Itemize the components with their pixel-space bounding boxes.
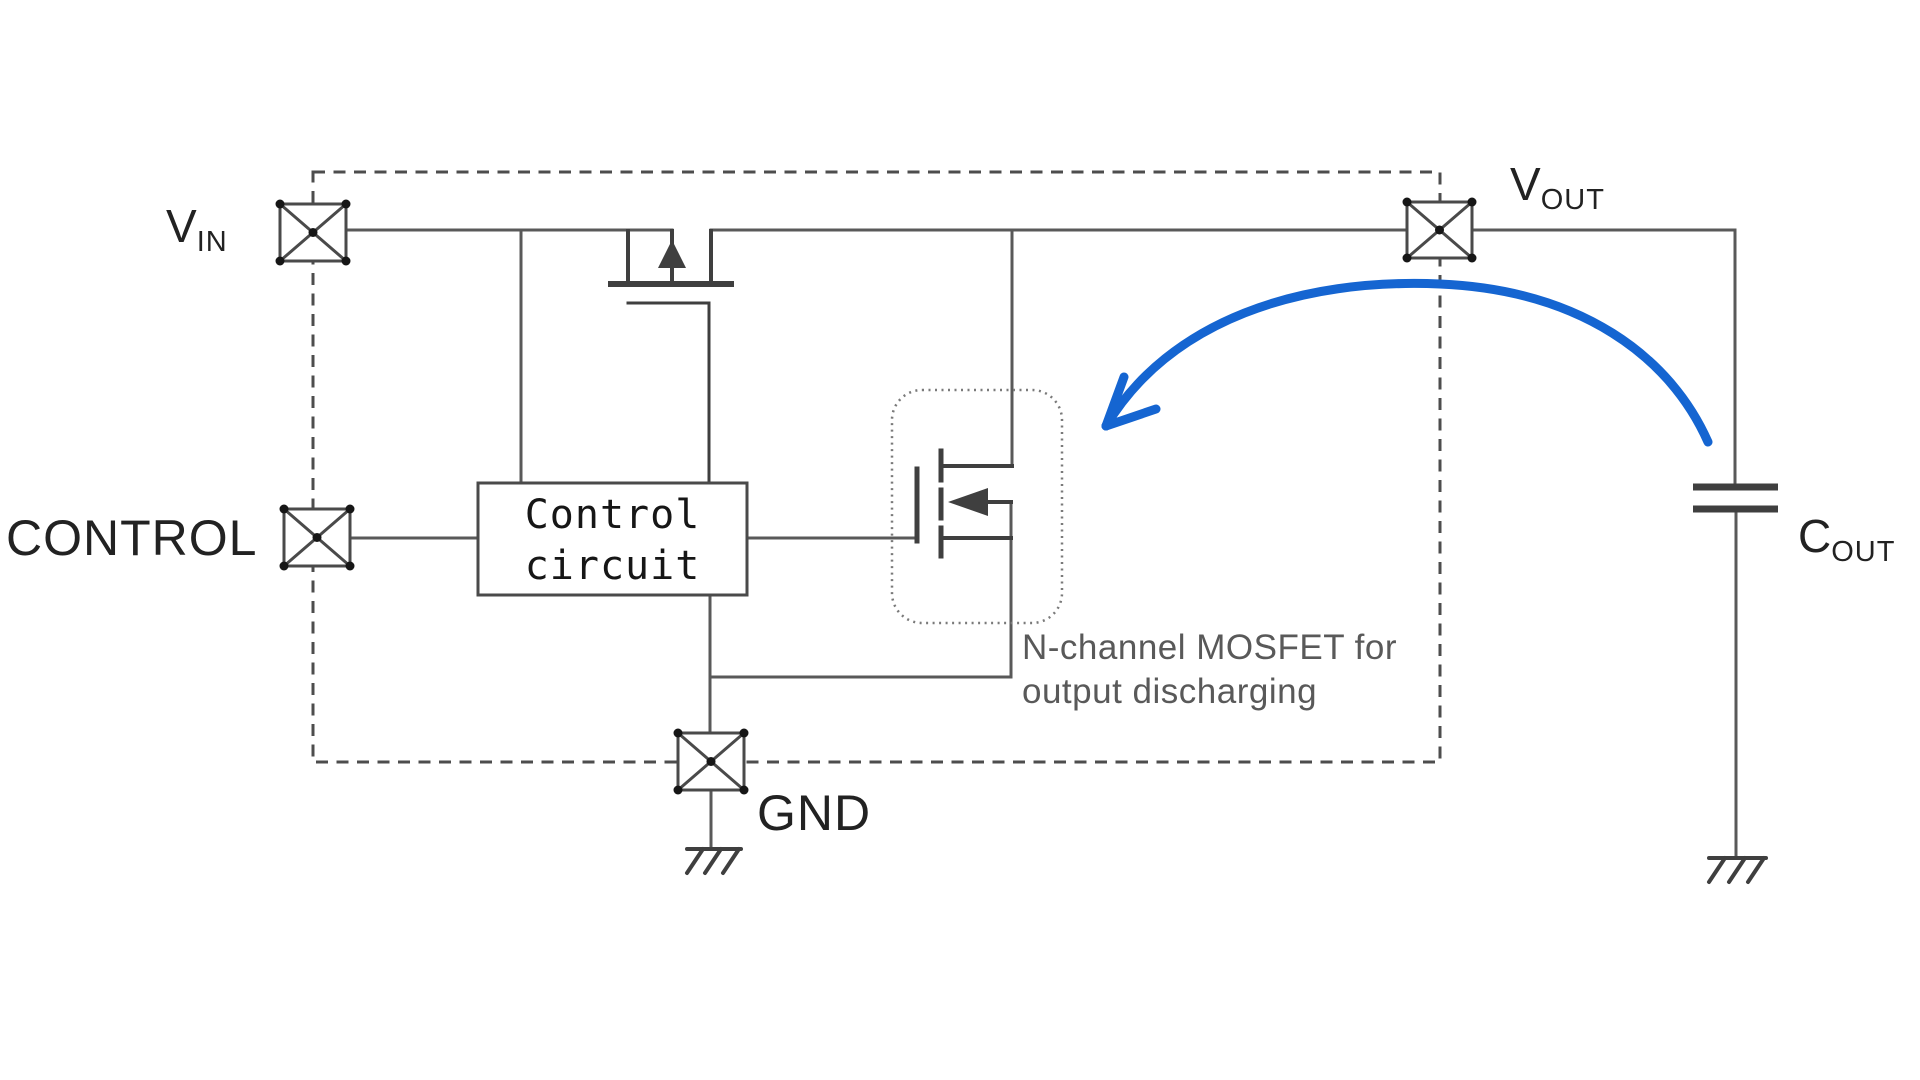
control-terminal-pad (279, 504, 355, 571)
nmos-body-arrow-icon (948, 488, 988, 516)
cout-ground-symbol-icon (1707, 856, 1768, 884)
gnd-ground-symbol-icon (685, 847, 743, 875)
vout-to-cap-wire (1470, 228, 1737, 487)
vout-label: VOUT (1510, 158, 1605, 216)
pmos-pass-transistor-symbol (608, 229, 734, 485)
output-capacitor-symbol (1693, 483, 1778, 513)
ic-boundary-dashed-box (311, 170, 1442, 764)
terminal-pads (275, 197, 1477, 795)
vin-label: VIN (166, 200, 228, 258)
gnd-label: GND (757, 785, 872, 841)
cout-label: COUT (1798, 510, 1896, 568)
vout-terminal-pad (1402, 197, 1477, 263)
control-label: CONTROL (6, 510, 258, 566)
pmos-body-arrow-icon (658, 240, 686, 268)
discharge-arrow-curve (1101, 278, 1713, 447)
control-circuit-box (476, 481, 749, 597)
nmos-discharge-transistor-symbol (914, 448, 1014, 559)
discharge-current-arrow (1101, 278, 1713, 447)
vin-terminal-pad (275, 199, 351, 266)
control-circuit-label: Control circuit (524, 492, 701, 589)
discharge-arrowhead-icon (1101, 372, 1129, 431)
nmos-annotation: N-channel MOSFET for output discharging (1022, 628, 1398, 711)
gnd-terminal-pad (673, 728, 749, 795)
pmos-gate-wire (626, 301, 711, 485)
wires (344, 228, 1738, 858)
